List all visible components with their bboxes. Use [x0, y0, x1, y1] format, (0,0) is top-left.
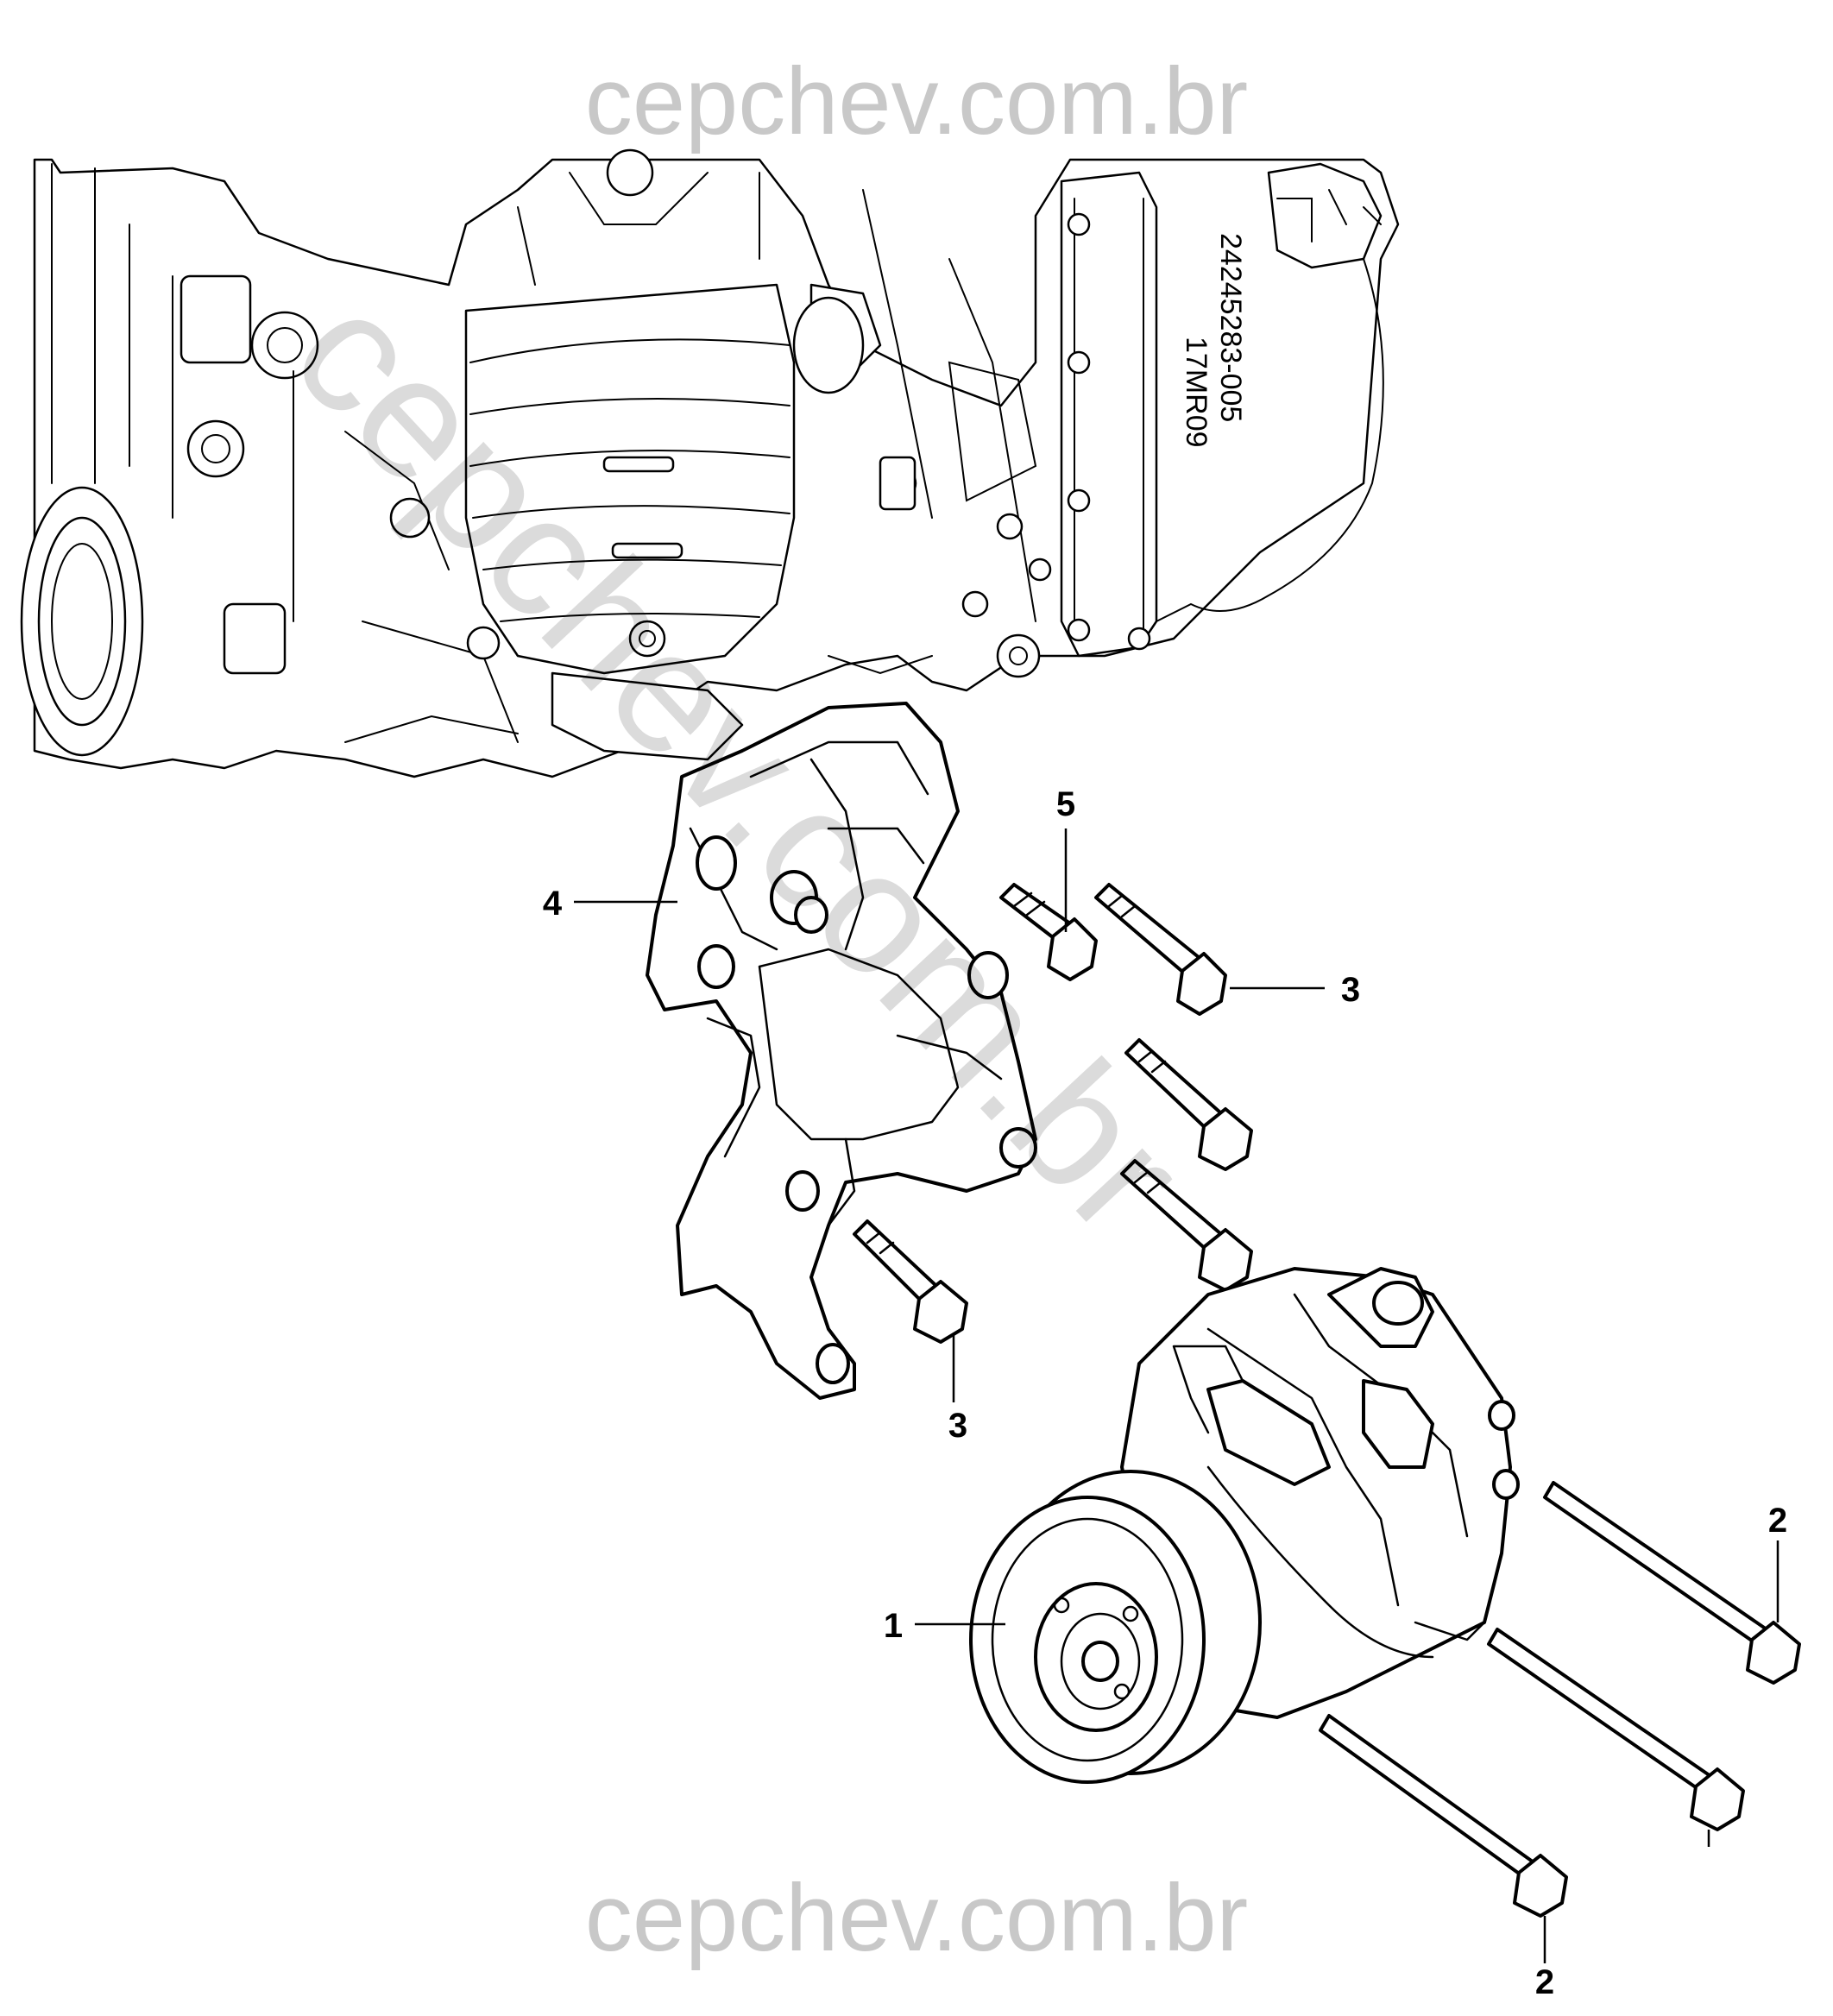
- callout-3-top: 3: [1341, 971, 1360, 1009]
- engine-sensor: [1267, 162, 1383, 269]
- leader-lines: [574, 828, 1779, 1963]
- bolt-mid-2: [1120, 1159, 1253, 1292]
- bolt-mid-1: [1124, 1038, 1253, 1171]
- engine-date-code: 17MR09: [1180, 337, 1213, 448]
- watermark-bottom: cepchev.com.br: [585, 1865, 1248, 1971]
- bolt-3-top: [1094, 883, 1227, 1016]
- callout-4: 4: [543, 885, 563, 923]
- callout-2-right: 2: [1768, 1502, 1787, 1540]
- bolt-2-middle: [1487, 1628, 1745, 1831]
- callout-1: 1: [884, 1607, 903, 1645]
- engine-block: [20, 148, 1400, 778]
- engine-part-number: 24245283-005: [1214, 233, 1247, 422]
- bolt-2-top: [1543, 1481, 1801, 1685]
- engine-oil-pan: [1060, 171, 1158, 658]
- engine-stamp: 24245283-005 17MR09: [1180, 233, 1247, 448]
- bolt-2-bottom: [1319, 1714, 1568, 1918]
- engine-exhaust-pipe: [464, 283, 796, 675]
- watermark-top: cepchev.com.br: [585, 48, 1248, 154]
- part-1-ac-compressor: [969, 1267, 1520, 1784]
- callout-2-bottom: 2: [1535, 1963, 1554, 2001]
- callout-5: 5: [1056, 785, 1075, 823]
- bolt-5: [999, 883, 1098, 981]
- callout-3-bottom: 3: [948, 1407, 967, 1445]
- part-4-compressor-bracket: [646, 702, 1037, 1400]
- bolt-3-bottom: [853, 1219, 968, 1344]
